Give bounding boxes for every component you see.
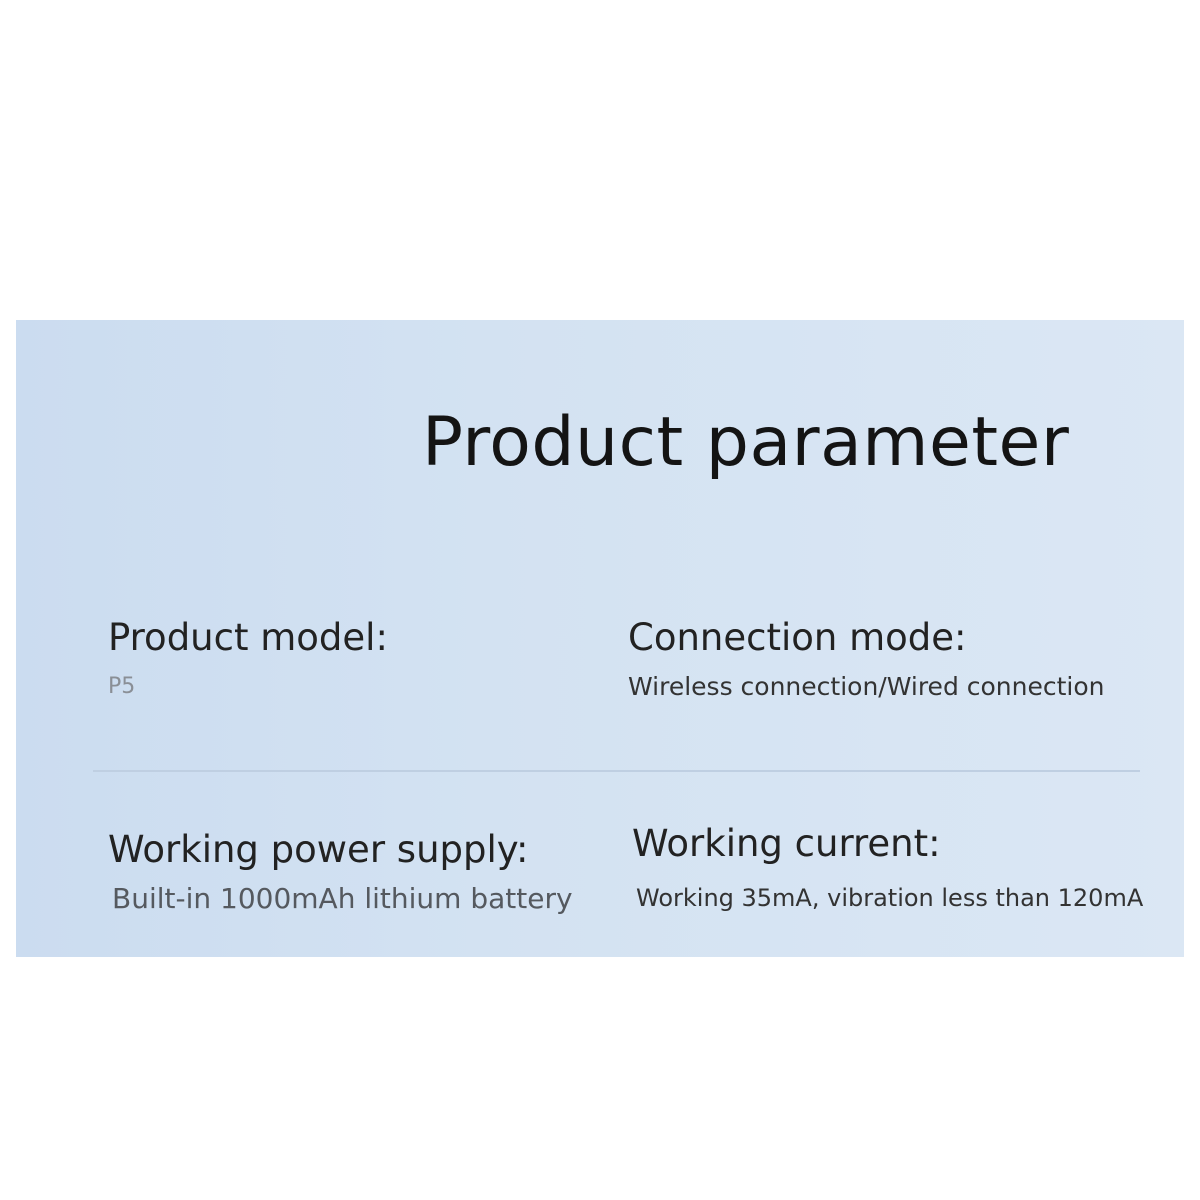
param-product-model: Product model: P5: [108, 616, 388, 701]
param-label: Connection mode:: [628, 616, 967, 659]
param-value: Built-in 1000mAh lithium battery: [112, 882, 573, 916]
parameter-panel: Product parameter Product model: P5 Conn…: [16, 320, 1184, 957]
param-working-current: Working current: Working 35mA, vibration…: [632, 822, 1143, 913]
param-connection-mode: Connection mode: Wireless connection/Wir…: [628, 616, 1105, 702]
page-title: Product parameter: [422, 403, 1070, 482]
param-working-power-supply: Working power supply: Built-in 1000mAh l…: [108, 828, 573, 916]
param-label: Working power supply:: [108, 828, 529, 871]
param-value: Wireless connection/Wired connection: [628, 672, 1105, 702]
param-value: P5: [108, 674, 136, 700]
param-label: Product model:: [108, 616, 388, 659]
param-label: Working current:: [632, 822, 941, 865]
param-value: Working 35mA, vibration less than 120mA: [636, 884, 1144, 913]
divider: [93, 770, 1140, 772]
